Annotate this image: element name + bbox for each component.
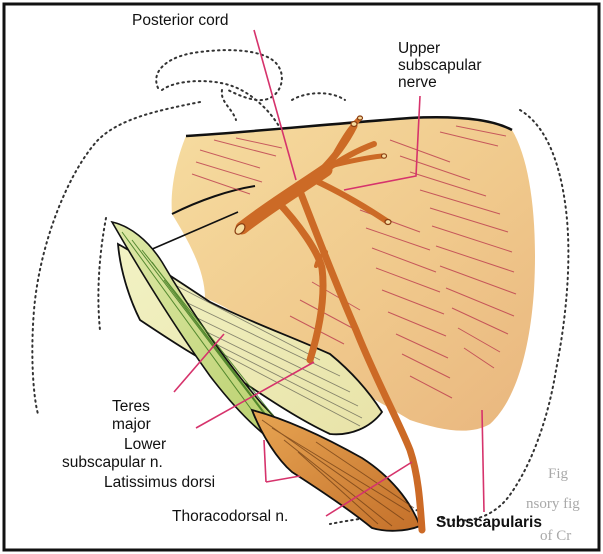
label-upper-subscapular-1: Upper xyxy=(398,40,440,58)
leader-latissimus-1 xyxy=(264,440,266,482)
bleed-text-1: Fig xyxy=(548,466,568,483)
label-lower-subscapular-2: subscapular n. xyxy=(62,454,163,472)
label-posterior-cord: Posterior cord xyxy=(132,12,228,30)
leader-latissimus-2 xyxy=(266,476,300,482)
label-thoracodorsal: Thoracodorsal n. xyxy=(172,508,288,526)
label-teres-major-1: Teres xyxy=(112,398,150,416)
label-subscapularis: Subscapularis xyxy=(436,514,542,532)
label-upper-subscapular-2: subscapular xyxy=(398,57,482,75)
bleed-text-3: of Cr xyxy=(540,528,571,545)
label-lower-subscapular-1: Lower xyxy=(124,436,166,454)
label-upper-subscapular-3: nerve xyxy=(398,74,437,92)
bleed-text-2: nsory fig xyxy=(526,496,580,513)
label-latissimus-dorsi: Latissimus dorsi xyxy=(104,474,215,492)
label-teres-major-2: major xyxy=(112,416,151,434)
